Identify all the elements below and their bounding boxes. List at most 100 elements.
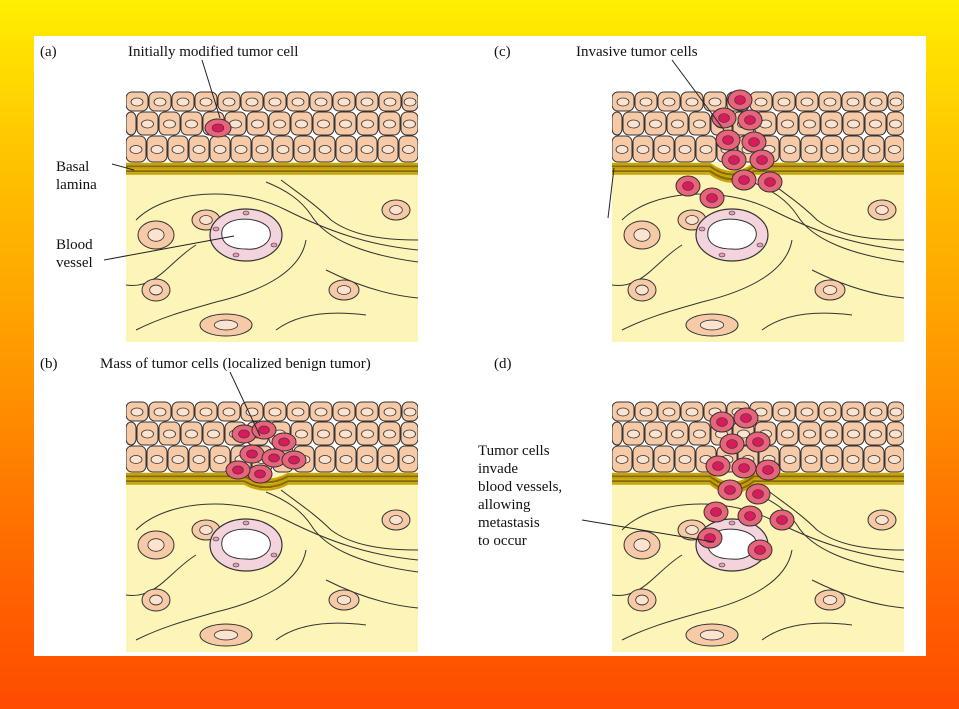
epithelial-nucleus bbox=[295, 429, 308, 439]
tumor-nucleus bbox=[718, 113, 730, 123]
epithelial-nucleus bbox=[825, 429, 838, 439]
epithelial-nucleus bbox=[192, 455, 206, 464]
basal-lamina-fiber bbox=[126, 480, 418, 489]
epithelial-nucleus bbox=[318, 145, 332, 154]
tumor-nucleus bbox=[752, 437, 764, 447]
tumor-nucleus bbox=[728, 155, 740, 165]
fibroblast-nucleus bbox=[685, 215, 699, 225]
tumor-nucleus bbox=[756, 155, 768, 165]
fibroblast-nucleus bbox=[635, 284, 649, 296]
epithelial-nucleus bbox=[403, 407, 417, 417]
epithelial-nucleus bbox=[867, 455, 881, 464]
stroma-fiber bbox=[126, 554, 197, 596]
tumor-nucleus bbox=[232, 465, 244, 475]
stroma-fiber bbox=[325, 269, 418, 299]
panel-a-caption: Initially modified tumor cell bbox=[128, 44, 299, 60]
epithelial-nucleus bbox=[649, 119, 662, 129]
epithelial-nucleus bbox=[141, 119, 154, 129]
epithelial-nucleus bbox=[337, 407, 351, 417]
stroma-fiber bbox=[766, 179, 904, 241]
epithelial-nucleus bbox=[781, 429, 794, 439]
epithelial-nucleus bbox=[847, 119, 860, 129]
epithelial-nucleus bbox=[234, 145, 248, 154]
basal-lamina-label-line-2: lamina bbox=[56, 177, 97, 193]
epithelial-nucleus bbox=[627, 119, 640, 129]
endothelial-nucleus bbox=[242, 520, 250, 526]
epithelial-nucleus bbox=[199, 97, 213, 107]
fibroblast-nucleus bbox=[213, 319, 239, 331]
stroma-fiber bbox=[215, 549, 307, 613]
epithelial-nucleus bbox=[291, 97, 305, 107]
epithelial-nucleus bbox=[777, 407, 791, 417]
tissue-section bbox=[612, 401, 904, 652]
fibroblast-nucleus bbox=[336, 285, 352, 295]
stroma-fiber bbox=[701, 239, 793, 303]
tumor-nucleus bbox=[764, 177, 776, 187]
epithelial-nucleus bbox=[222, 97, 236, 107]
epithelial-nucleus bbox=[636, 455, 650, 464]
epithelial-nucleus bbox=[804, 455, 818, 464]
epithelial-nucleus bbox=[402, 145, 415, 154]
leader-line bbox=[111, 163, 135, 171]
epithelial-nucleus bbox=[314, 97, 328, 107]
epithelial-nucleus bbox=[318, 455, 332, 464]
tumor-nucleus bbox=[716, 417, 728, 427]
epithelial-nucleus bbox=[737, 429, 750, 439]
stroma-fiber bbox=[761, 622, 853, 641]
epithelial-nucleus bbox=[381, 455, 395, 464]
epithelial-nucleus bbox=[339, 455, 353, 464]
tumor-nucleus bbox=[744, 511, 756, 521]
blood-vessel-lumen bbox=[221, 218, 271, 250]
tumor-nucleus bbox=[710, 507, 722, 517]
epithelial-nucleus bbox=[671, 429, 684, 439]
epithelial-nucleus bbox=[846, 455, 860, 464]
epithelial-nucleus bbox=[403, 119, 416, 129]
panel-b-tissue bbox=[126, 371, 418, 652]
tumor-nucleus bbox=[288, 455, 300, 465]
blood-vessel-label-line-2: vessel bbox=[56, 255, 93, 271]
tumor-nucleus bbox=[722, 135, 734, 145]
tissue-section bbox=[612, 89, 904, 342]
epithelial-nucleus bbox=[185, 429, 198, 439]
epithelial-nucleus bbox=[825, 455, 839, 464]
tumor-nucleus bbox=[268, 453, 280, 463]
epithelial-nucleus bbox=[171, 455, 185, 464]
epithelial-nucleus bbox=[825, 145, 839, 154]
panel-d-letter: (d) bbox=[494, 356, 512, 372]
stroma-fiber bbox=[135, 503, 418, 561]
panel-d-tissue bbox=[581, 401, 904, 652]
epithelial-nucleus bbox=[222, 407, 236, 417]
epithelial-nucleus bbox=[678, 455, 692, 464]
figure-panel: (a) Initially modified tumor cell Basal … bbox=[34, 36, 926, 656]
epithelial-nucleus bbox=[657, 145, 671, 154]
epithelial-nucleus bbox=[245, 97, 259, 107]
tumor-invasion-label-line-1: Tumor cells bbox=[478, 443, 550, 459]
tumor-nucleus bbox=[238, 429, 250, 439]
leader-line bbox=[581, 519, 715, 543]
tumor-nucleus bbox=[762, 465, 774, 475]
epithelial-nucleus bbox=[825, 119, 838, 129]
epithelial-cell bbox=[126, 421, 137, 446]
fibroblast-nucleus bbox=[389, 205, 403, 215]
epithelial-nucleus bbox=[361, 119, 374, 129]
tumor-nucleus bbox=[752, 489, 764, 499]
stroma-fiber bbox=[126, 244, 197, 286]
epithelial-nucleus bbox=[777, 97, 791, 107]
epithelial-nucleus bbox=[846, 145, 860, 154]
fibroblast-nucleus bbox=[685, 525, 699, 535]
fibroblast-nucleus bbox=[199, 525, 213, 535]
tumor-nucleus bbox=[734, 95, 746, 105]
epithelial-cell bbox=[612, 111, 623, 136]
epithelial-nucleus bbox=[847, 429, 860, 439]
epithelial-nucleus bbox=[273, 119, 286, 129]
epithelial-nucleus bbox=[163, 429, 176, 439]
tumor-nucleus bbox=[776, 515, 788, 525]
panel-a-tissue bbox=[103, 59, 418, 342]
endothelial-nucleus bbox=[212, 536, 220, 542]
epithelial-nucleus bbox=[662, 97, 676, 107]
tumor-nucleus bbox=[724, 485, 736, 495]
epithelial-nucleus bbox=[627, 429, 640, 439]
stroma-fiber bbox=[135, 611, 217, 641]
stroma-fiber bbox=[621, 611, 703, 641]
tumor-nucleus bbox=[706, 193, 718, 203]
